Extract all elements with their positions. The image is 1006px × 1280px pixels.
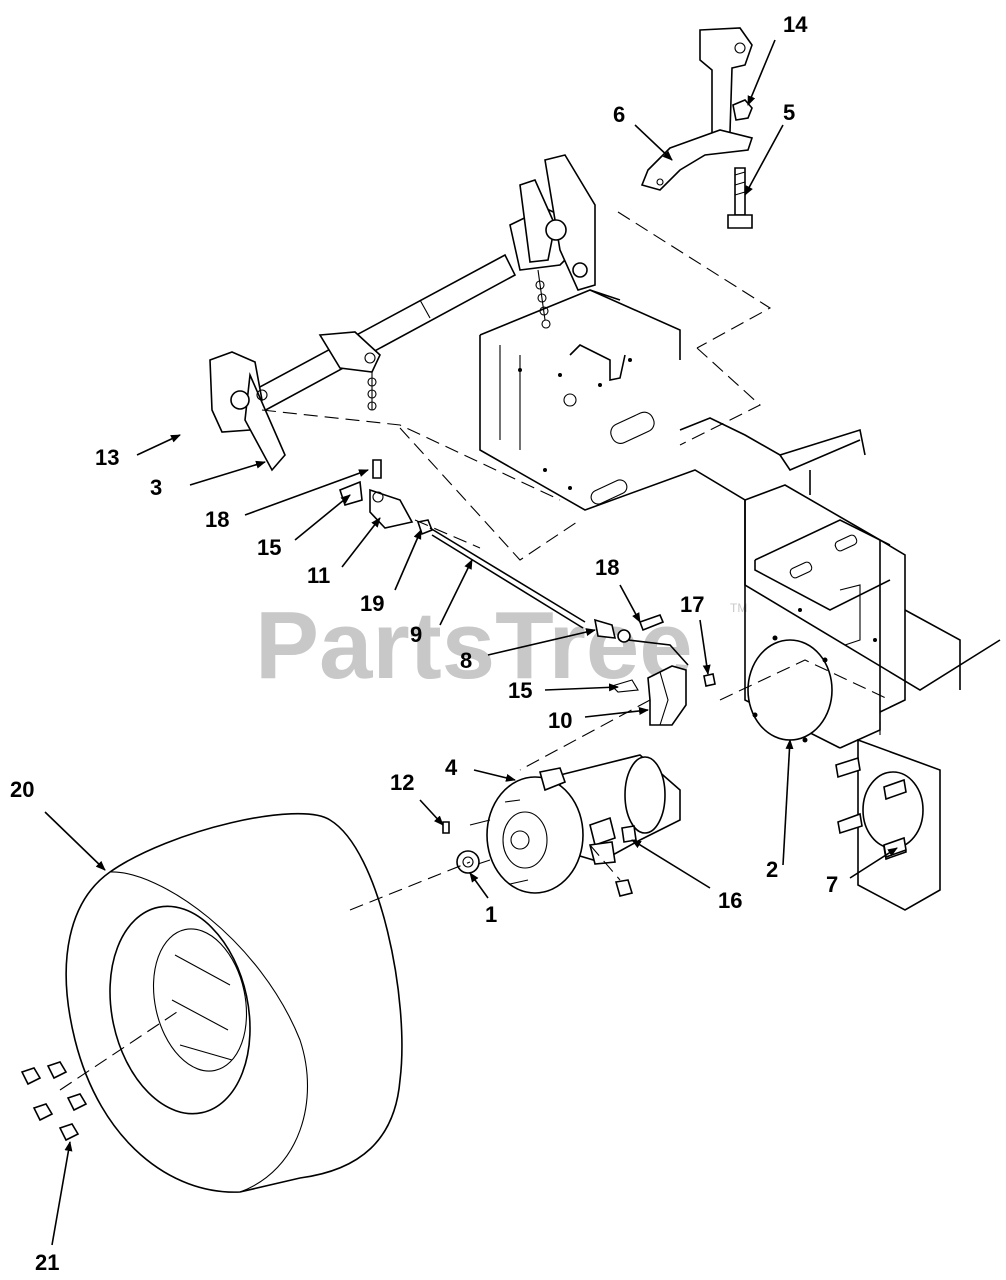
callout-12: 12 xyxy=(390,770,414,795)
callout-4: 4 xyxy=(445,755,458,780)
callout-20: 20 xyxy=(10,777,34,802)
linkage-assembly xyxy=(339,459,716,726)
callout-6: 6 xyxy=(613,102,625,127)
callout-7: 7 xyxy=(826,872,838,897)
callout-17: 17 xyxy=(680,592,704,617)
callout-9: 9 xyxy=(410,622,422,647)
callout-8: 8 xyxy=(460,648,472,673)
tire-wheel xyxy=(20,812,403,1193)
adapter-plate xyxy=(835,738,941,911)
lift-lever-assembly xyxy=(640,27,754,229)
callout-13: 13 xyxy=(95,445,119,470)
rockshaft-assembly xyxy=(209,154,596,472)
frame-assembly xyxy=(479,289,1001,749)
callout-18-upper: 18 xyxy=(205,507,229,532)
callout-3: 3 xyxy=(150,475,162,500)
callout-15-upper: 15 xyxy=(257,535,281,560)
callout-10: 10 xyxy=(548,708,572,733)
hub-transaxle-assembly xyxy=(442,754,681,897)
callout-14: 14 xyxy=(783,12,808,37)
callout-5: 5 xyxy=(783,100,795,125)
watermark: PartsTree TM xyxy=(255,592,747,699)
callout-2: 2 xyxy=(766,857,778,882)
callout-1: 1 xyxy=(485,902,497,927)
callout-labels: 14 5 6 13 3 18 15 11 19 9 8 18 17 15 10 … xyxy=(10,12,838,1275)
callout-21: 21 xyxy=(35,1250,59,1275)
callout-16: 16 xyxy=(718,888,742,913)
watermark-text: PartsTree xyxy=(255,592,693,699)
leader-lines xyxy=(44,39,898,1246)
callout-19: 19 xyxy=(360,591,384,616)
watermark-tm: TM xyxy=(730,601,747,615)
callout-18-lower: 18 xyxy=(595,555,619,580)
callout-11: 11 xyxy=(307,563,330,588)
callout-15-lower: 15 xyxy=(508,678,532,703)
